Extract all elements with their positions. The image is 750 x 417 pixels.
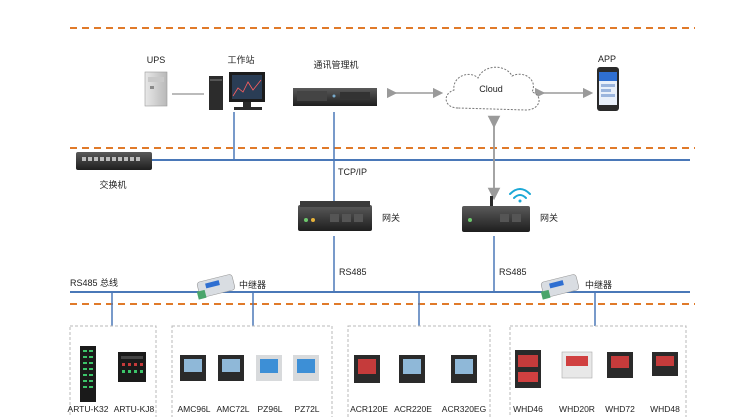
device-label-artu-k32: ARTU-K32	[67, 404, 109, 414]
device-label-acr220e: ACR220E	[394, 404, 432, 414]
cloud-label: Cloud	[479, 84, 503, 94]
device-whd72	[607, 352, 633, 378]
gateway-left-device	[298, 201, 372, 231]
rs485-left-label: RS485	[339, 267, 367, 277]
device-amc72l	[218, 355, 244, 381]
device-group-frame-2	[171, 325, 333, 417]
switch-label: 交换机	[99, 180, 127, 190]
device-whd20r	[561, 351, 593, 379]
device-group-frame-1	[69, 325, 157, 417]
comm-manager-device	[293, 88, 377, 106]
gateway-right-label: 网关	[540, 213, 559, 223]
device-amc96l	[180, 355, 206, 381]
device-label-artu-kj8: ARTU-KJ8	[113, 404, 155, 414]
device-label-acr320eg: ACR320EG	[441, 404, 487, 414]
app-label: APP	[597, 54, 617, 64]
cloud-shape	[445, 66, 540, 111]
device-whd46	[515, 350, 541, 388]
gateway-right-device	[462, 196, 530, 232]
workstation-label: 工作站	[227, 55, 255, 65]
device-acr320eg	[451, 355, 477, 383]
repeater-right-label: 中继器	[585, 280, 613, 290]
repeater-right-device	[540, 274, 580, 300]
switch-device	[76, 152, 152, 170]
device-group-frame-3	[347, 325, 491, 417]
device-label-pz72l: PZ72L	[294, 404, 320, 414]
device-pz96l	[256, 355, 282, 381]
device-group-frame-4	[509, 325, 687, 417]
workstation-device	[209, 72, 265, 110]
device-artu-k32	[80, 346, 96, 402]
device-label-whd72: WHD72	[605, 404, 635, 414]
comm-manager-label: 通讯管理机	[313, 60, 359, 70]
protocol-label: TCP/IP	[338, 167, 368, 177]
app-phone-device	[597, 67, 619, 111]
device-label-amc72l: AMC72L	[216, 404, 250, 414]
device-label-amc96l: AMC96L	[177, 404, 211, 414]
wifi-icon	[509, 188, 531, 203]
device-artu-kj8	[118, 352, 146, 382]
device-label-pz96l: PZ96L	[257, 404, 283, 414]
rs485-bus-label: RS485 总线	[70, 278, 119, 288]
device-acr120e	[354, 355, 380, 383]
rs485-right-label: RS485	[499, 267, 527, 277]
device-label-whd46: WHD46	[513, 404, 543, 414]
gateway-left-label: 网关	[382, 213, 401, 223]
ups-device	[144, 71, 168, 107]
device-label-whd48: WHD48	[650, 404, 680, 414]
device-pz72l	[293, 355, 319, 381]
device-label-acr120e: ACR120E	[350, 404, 388, 414]
repeater-left-label: 中继器	[239, 280, 267, 290]
device-acr220e	[399, 355, 425, 383]
device-label-whd20r: WHD20R	[559, 404, 595, 414]
repeater-left-device	[196, 274, 236, 300]
device-whd48	[652, 352, 678, 376]
ups-label: UPS	[146, 55, 166, 65]
